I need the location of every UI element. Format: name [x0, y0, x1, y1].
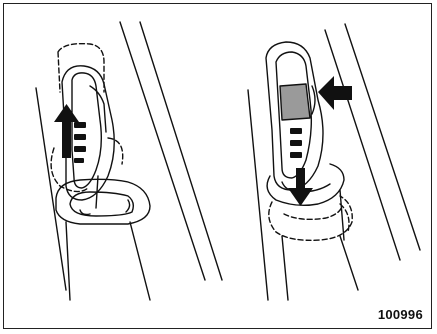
anchor-slot — [72, 73, 101, 188]
pillar-line-right-c — [248, 90, 268, 300]
arrow-left-icon — [312, 76, 352, 114]
pillar-line-left-a — [120, 22, 205, 280]
figure-id-label: 100996 — [378, 307, 423, 322]
slot-indicators-right — [290, 128, 302, 158]
anchor-grip-shaded — [280, 84, 310, 120]
arrow-down-icon — [288, 168, 313, 206]
pillar-line-left-b — [140, 22, 222, 280]
anchor-base-inner — [70, 192, 133, 216]
belt-strap — [66, 222, 150, 300]
right-panel — [248, 24, 420, 300]
dashed-anchor-upper — [58, 44, 104, 92]
left-panel — [36, 22, 222, 300]
dashed-anchor-lower-right-inner — [284, 206, 342, 219]
pillar-line-right-a — [325, 30, 400, 260]
slot-indicators — [74, 122, 86, 163]
anchor-bolt — [96, 176, 98, 208]
pillar-line-right-b — [345, 24, 420, 250]
dashed-anchor-lower-right — [269, 196, 352, 240]
anchor-mark-b — [126, 200, 130, 212]
belt-strap-right — [282, 236, 358, 300]
anchor-edge — [90, 86, 106, 132]
